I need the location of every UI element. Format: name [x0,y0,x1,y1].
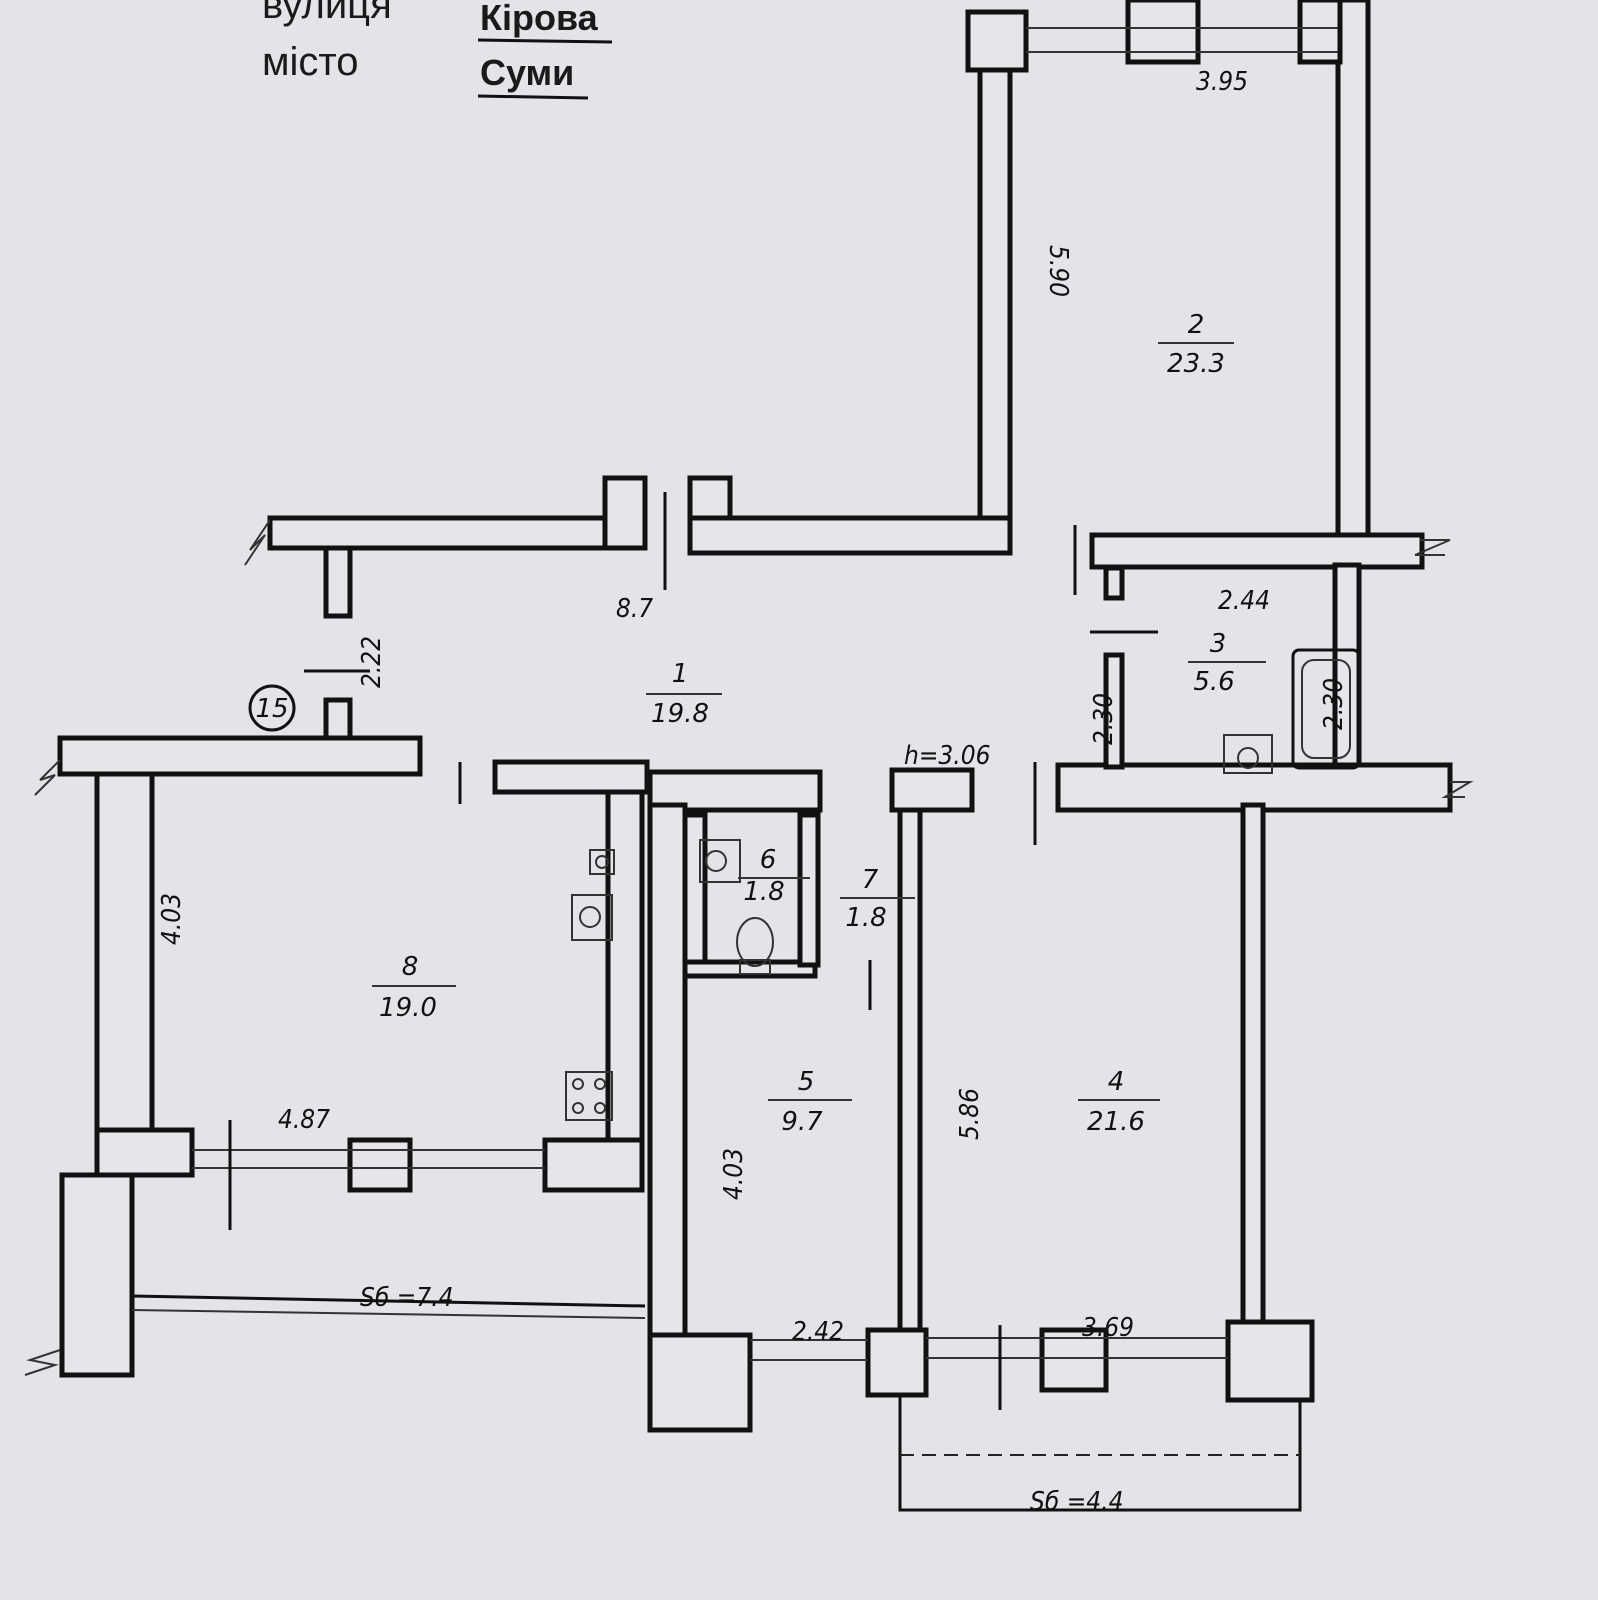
svg-text:5: 5 [798,1067,815,1097]
wall [94,771,155,1177]
city-value: Суми [480,52,574,93]
dim-room8-length: 4.03 [157,893,187,945]
break-mark [34,759,61,796]
dim-corridor-width: 2.22 [357,636,387,688]
room-7-label: 7 1.8 [840,865,915,933]
city-label: місто [262,40,359,84]
break-mark [244,519,271,566]
bathtub-icon [1291,648,1361,770]
wall [797,812,821,968]
wall [965,9,1029,73]
dim-room3-width: 2.44 [1218,586,1270,616]
wall [682,959,818,979]
stove-icon [565,1071,613,1121]
balcony-rail [131,1309,646,1319]
dim-room5-length: 4.03 [719,1148,749,1200]
wall [889,767,975,813]
dim-corridor-length: 8.7 [616,594,653,624]
balcony-rail [131,1294,646,1308]
break-mark [24,1349,61,1376]
wall [267,515,613,551]
dim-room2-width: 3.95 [1196,67,1248,97]
break-mark [1441,781,1474,798]
wall [682,812,708,968]
room-2-label: 2 23.3 [1158,310,1234,379]
kitchen-sink-icon [571,849,615,941]
walls [24,0,1474,1512]
wall [542,1137,645,1193]
svg-text:6: 6 [760,845,777,875]
svg-text:3: 3 [1210,629,1227,659]
room-3-label: 3 5.6 [1188,629,1266,697]
svg-text:21.6: 21.6 [1087,1107,1145,1137]
svg-text:8: 8 [402,952,419,982]
break-mark [1414,539,1451,556]
svg-text:19.8: 19.8 [651,699,709,729]
wall [1240,802,1266,1328]
wall [1332,562,1362,768]
svg-text:19.0: 19.0 [379,993,437,1023]
room-6-label: 6 1.8 [738,845,810,907]
balcony-2-area: Sб =4.4 [1030,1487,1124,1517]
dim-room4-length: 5.86 [955,1088,985,1140]
room-4-label: 4 21.6 [1078,1067,1160,1137]
dim-room3-length: 2.30 [1089,693,1119,745]
wall [1089,532,1425,570]
wall [492,759,650,795]
svg-text:1: 1 [672,659,689,689]
street-value: Кірова [480,0,599,38]
wall [897,807,923,1338]
svg-text:4: 4 [1108,1067,1125,1097]
wall [1039,1327,1109,1393]
svg-text:1.8: 1.8 [845,903,886,933]
wall [1335,0,1371,543]
bathroom-sink-icon [1223,734,1273,774]
apartment-number: 15 [255,694,288,724]
dim-room5-width: 2.42 [792,1317,844,1347]
dim-bath-length: 2.30 [1319,678,1349,730]
svg-text:9.7: 9.7 [781,1107,823,1137]
wall [647,1332,753,1433]
wall [687,515,1013,556]
wall [94,1127,195,1178]
wall [865,1327,929,1398]
svg-text:2: 2 [1188,310,1205,340]
wall [347,1137,413,1193]
wall [1103,565,1125,601]
room-1-label: 1 19.8 [646,659,722,729]
room-8-label: 8 19.0 [372,952,456,1023]
wc-sink-icon [699,839,741,883]
dim-room8-width: 4.87 [278,1105,330,1135]
apartment-number-circle [248,684,296,732]
wall [323,545,353,619]
wall [59,1172,135,1378]
svg-text:1.8: 1.8 [743,877,784,907]
wall [57,735,423,777]
ceiling-height: h=3.06 [904,741,991,771]
wall [977,17,1013,553]
dim-room4-width: 3.69 [1082,1313,1134,1343]
svg-text:5.6: 5.6 [1193,667,1234,697]
wall [1225,1319,1315,1403]
wall [602,475,648,551]
svg-text:23.3: 23.3 [1167,349,1225,379]
dim-room2-length: 5.90 [1043,245,1073,297]
street-label: вулиця [262,0,392,27]
svg-text:7: 7 [862,865,879,895]
toilet-icon [736,917,774,975]
wall [1103,652,1125,770]
balcony-1-area: Sб =7.4 [360,1283,454,1313]
room-5-label: 5 9.7 [768,1067,852,1137]
